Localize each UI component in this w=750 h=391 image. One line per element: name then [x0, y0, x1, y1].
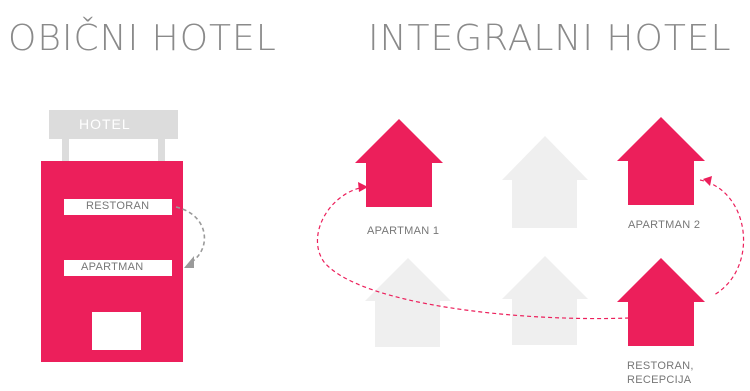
- floor-arrow-path: [175, 206, 206, 264]
- house-apartman-2: [617, 117, 705, 205]
- label-apartman-2: APARTMAN 2: [628, 219, 701, 231]
- house-restoran: [617, 258, 705, 346]
- hotel-sign-board: [49, 110, 178, 139]
- inactive-house-bottom-middle: [502, 256, 588, 345]
- sign-post-left: [62, 139, 69, 163]
- inactive-house-bottom-left: [365, 258, 451, 347]
- sign-post-right: [158, 139, 165, 163]
- connection-arrow-head-right: [703, 176, 712, 186]
- floor-label-restoran: RESTORAN: [86, 200, 150, 212]
- floor-strip-apartman: [64, 260, 172, 276]
- label-apartman-1: APARTMAN 1: [367, 225, 440, 237]
- house-apartman-1: [355, 119, 443, 207]
- hotel-sign-label: HOTEL: [79, 116, 131, 132]
- integral-hotel-title: INTEGRALNI HOTEL: [368, 18, 732, 59]
- connection-path-right: [699, 179, 745, 296]
- hotel-door: [92, 312, 141, 350]
- label-restoran-line1: RESTORAN,: [627, 360, 694, 372]
- floor-arrow-head: [184, 256, 194, 268]
- floor-strip-restoran: [64, 199, 172, 215]
- ordinary-hotel-building: [41, 110, 206, 362]
- label-restoran-line2: RECEPCIJA: [627, 374, 692, 386]
- floor-label-apartman: APARTMAN: [81, 261, 144, 273]
- ordinary-hotel-title: OBIČNI HOTEL: [8, 18, 277, 59]
- inactive-house-top-middle: [502, 136, 588, 228]
- connection-path: [316, 186, 630, 320]
- connection-arrow-head-left: [358, 182, 368, 192]
